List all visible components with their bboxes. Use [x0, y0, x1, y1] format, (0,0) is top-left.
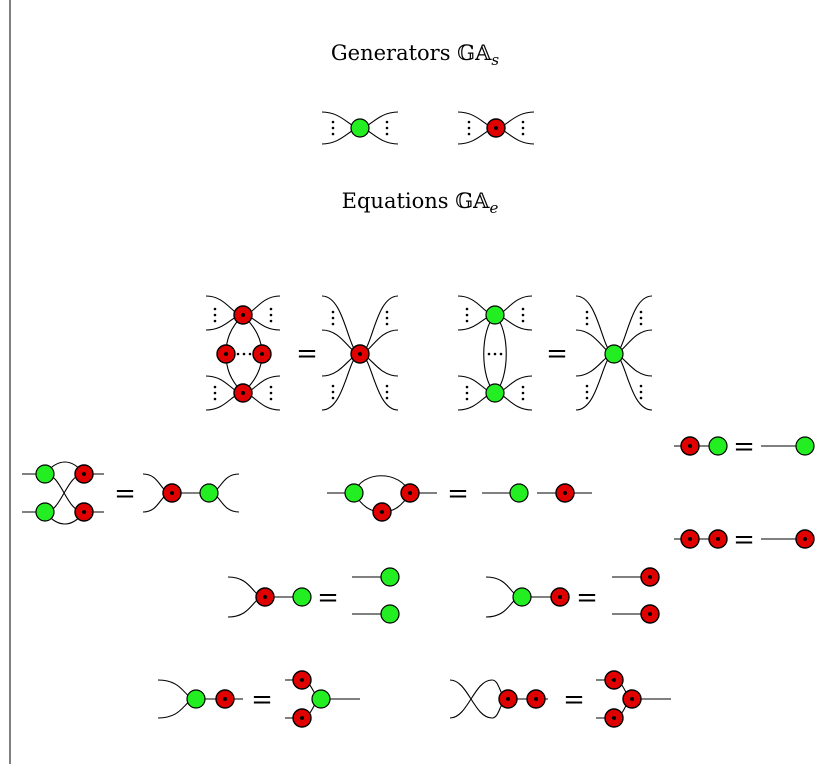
equals-sign: = [733, 525, 755, 555]
equals-sign: = [447, 479, 469, 509]
green-spider-node [350, 118, 370, 138]
equations-title: Equations 𝔾𝔸e [342, 189, 499, 217]
equals-sign: = [563, 685, 585, 715]
equation-copy-red: = [485, 567, 660, 624]
equation-branch-green: = [157, 670, 360, 728]
equals-sign: = [733, 432, 755, 462]
equation-red-green-wire: = [674, 432, 815, 462]
equation-branch-red: = [449, 670, 671, 728]
equation-crossing: = [22, 461, 240, 525]
generator-red [457, 111, 535, 145]
equation-red-red-wire: = [674, 525, 815, 555]
equals-sign: = [546, 339, 568, 369]
equation-loop: = [327, 475, 592, 522]
equals-sign: = [114, 479, 136, 509]
generator-green [321, 111, 399, 145]
equals-sign: = [576, 583, 598, 613]
equation-red-fusion: = [205, 295, 399, 411]
vertical-dots-icon [467, 120, 525, 136]
vertical-dots-icon [331, 120, 389, 136]
equation-green-fusion: = [457, 295, 653, 411]
generators-title: Generators 𝔾𝔸s [331, 41, 500, 69]
equals-sign: = [296, 339, 318, 369]
equals-sign: = [251, 685, 273, 715]
equals-sign: = [317, 583, 339, 613]
equation-copy-green: = [227, 567, 400, 624]
